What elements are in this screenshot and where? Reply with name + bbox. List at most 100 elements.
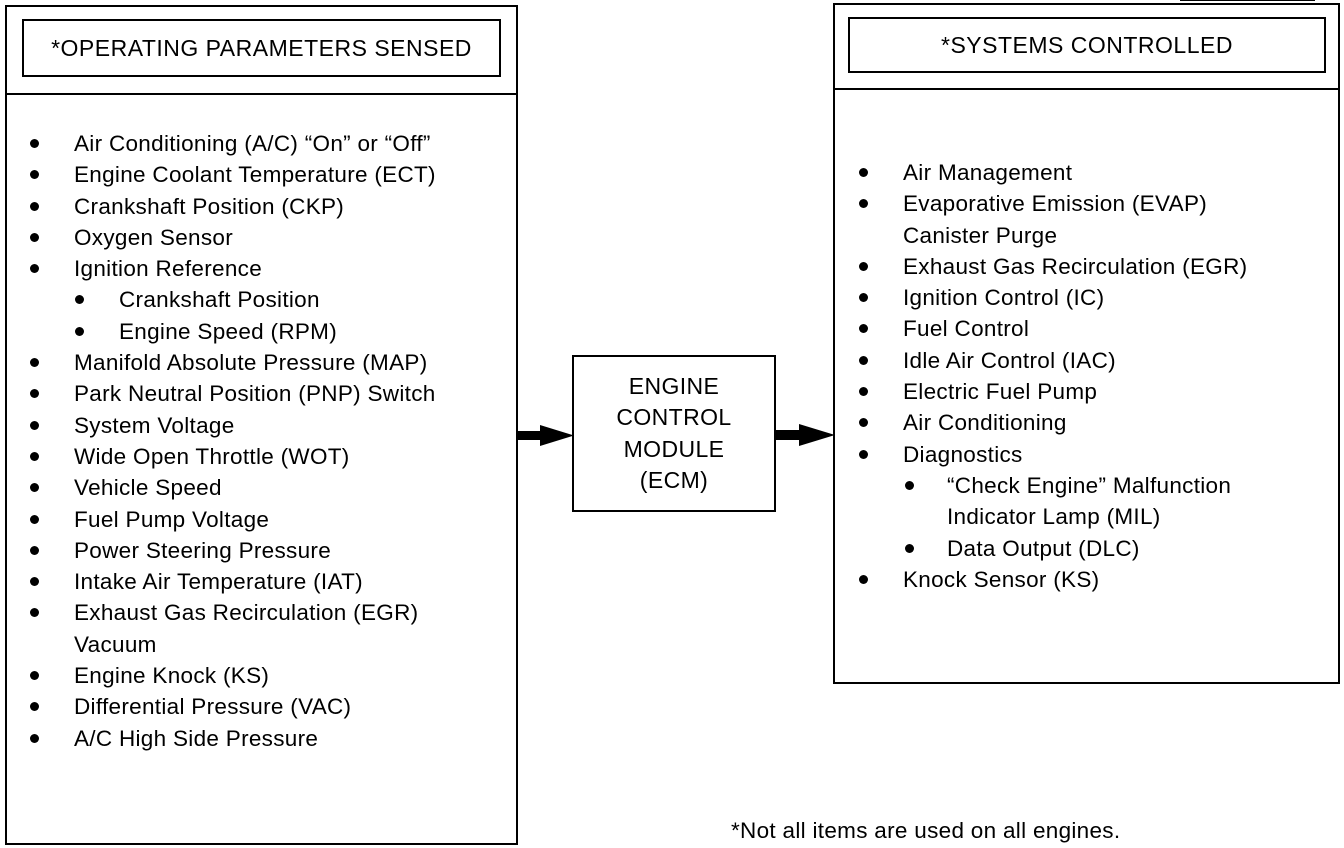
list-item: Electric Fuel Pump [858,376,1247,407]
list-item-text: Differential Pressure (VAC) [74,694,352,720]
list-item: Manifold Absolute Pressure (MAP) [28,347,436,378]
list-item-text: Wide Open Throttle (WOT) [74,443,350,469]
list-item-text: Canister Purge [903,222,1058,248]
list-item: “Check Engine” Malfunction [858,470,1247,501]
bullet-icon [30,232,39,242]
list-item-text: Oxygen Sensor [74,224,233,250]
list-item: Air Management [858,157,1247,188]
list-item: Wide Open Throttle (WOT) [28,441,436,472]
list-item: Fuel Pump Voltage [28,504,436,535]
bullet-icon [30,264,39,274]
bullet-icon [30,170,39,180]
list-item-text: Air Conditioning [903,410,1067,436]
ecm-label-line-4: (ECM) [639,467,709,493]
list-item-text: Engine Coolant Temperature (ECT) [74,162,436,188]
ecm-label-line-3: MODULE [623,435,725,462]
bullet-icon [859,199,868,209]
list-item: Exhaust Gas Recirculation (EGR) [858,251,1247,282]
list-item: Fuel Control [858,313,1247,344]
ecm-label-line-1: ENGINE [628,372,720,399]
bullet-icon [859,261,868,271]
list-item-text: Knock Sensor (KS) [903,566,1100,592]
list-item: Vacuum [28,629,436,660]
list-item: Differential Pressure (VAC) [28,691,436,722]
bullet-icon [30,702,39,712]
list-item: Vehicle Speed [28,472,436,503]
sensed-header [7,7,516,95]
bullet-icon [905,480,914,490]
list-item: Engine Speed (RPM) [28,316,436,347]
bullet-icon [30,608,39,618]
list-item: A/C High Side Pressure [28,723,436,754]
list-item: Evaporative Emission (EVAP) [858,188,1247,219]
bullet-icon [30,389,39,399]
list-item-text: Vehicle Speed [74,475,222,501]
list-item-text: Diagnostics [903,441,1023,467]
sensed-title-box: *OPERATING PARAMETERS SENSED [22,19,501,77]
bullet-icon [30,514,39,524]
bullet-icon [75,295,84,305]
list-item-text: Indicator Lamp (MIL) [947,504,1161,530]
bullet-icon [905,543,914,553]
list-item-text: Engine Knock (KS) [74,663,270,689]
bullet-icon [30,201,39,211]
list-item: Engine Knock (KS) [28,660,436,691]
list-item-text: Air Conditioning (A/C) “On” or “Off” [74,131,431,156]
list-item-text: Exhaust Gas Recirculation (EGR) [903,253,1248,279]
list-item: Engine Coolant Temperature (ECT) [28,159,436,190]
list-item: Idle Air Control (IAC) [858,345,1247,376]
list-item: Crankshaft Position (CKP) [28,191,436,222]
bullet-icon [30,420,39,430]
list-item: Air Conditioning [858,407,1247,438]
list-item-text: Air Management [903,160,1073,185]
bullet-icon [859,418,868,428]
list-item: Ignition Control (IC) [858,282,1247,313]
corner-rule [1180,0,1315,1]
list-item: Oxygen Sensor [28,222,436,253]
bullet-icon [859,168,868,177]
list-item: Intake Air Temperature (IAT) [28,566,436,597]
controlled-panel: *SYSTEMS CONTROLLED [833,3,1340,684]
bullet-icon [859,574,868,584]
list-item-text: Electric Fuel Pump [903,379,1098,405]
list-item: System Voltage [28,410,436,441]
list-item: Exhaust Gas Recirculation (EGR) [28,597,436,628]
bullet-icon [859,387,868,397]
list-item-text: Vacuum [74,631,157,657]
controlled-title: *SYSTEMS CONTROLLED [941,31,1233,58]
list-item: Canister Purge [858,220,1247,251]
list-item: Ignition Reference [28,253,436,284]
list-item-text: A/C High Side Pressure [74,725,319,751]
bullet-icon [30,577,39,587]
bullet-icon [859,293,868,303]
list-item-text: Ignition Control (IC) [903,285,1105,311]
list-item-text: System Voltage [74,412,235,438]
sensed-panel: *OPERATING PARAMETERS SENSED [5,5,518,845]
footnote: *Not all items are used on all engines. [731,818,1121,843]
arrow-ecm-to-controlled [775,424,835,446]
list-item-text: Engine Speed (RPM) [119,318,338,344]
bullet-icon [859,449,868,459]
sensed-items-list: Air Conditioning (A/C) “On” or “Off” Engi… [28,128,436,754]
ecm-label-line-2: CONTROL [616,404,732,430]
list-item-text: Fuel Control [903,316,1030,342]
bullet-icon [859,355,868,365]
arrow-sensed-to-ecm [516,425,574,446]
list-item-text: “Check Engine” Malfunction [947,472,1232,498]
bullet-icon [30,358,39,368]
list-item-text: Ignition Reference [74,256,263,282]
list-item: Indicator Lamp (MIL) [858,501,1247,532]
bullet-icon [30,671,39,681]
list-item-text: Evaporative Emission (EVAP) [903,191,1208,217]
bullet-icon [859,324,868,334]
list-item-text: Idle Air Control (IAC) [903,347,1116,373]
controlled-header [835,5,1338,90]
bullet-icon [30,483,39,493]
list-item: Diagnostics [858,439,1247,470]
list-item: Park Neutral Position (PNP) Switch [28,378,436,409]
bullet-icon [30,139,39,148]
list-item-text: Intake Air Temperature (IAT) [74,569,363,595]
bullet-icon [30,451,39,461]
list-item: Air Conditioning (A/C) “On” or “Off” [28,128,436,159]
